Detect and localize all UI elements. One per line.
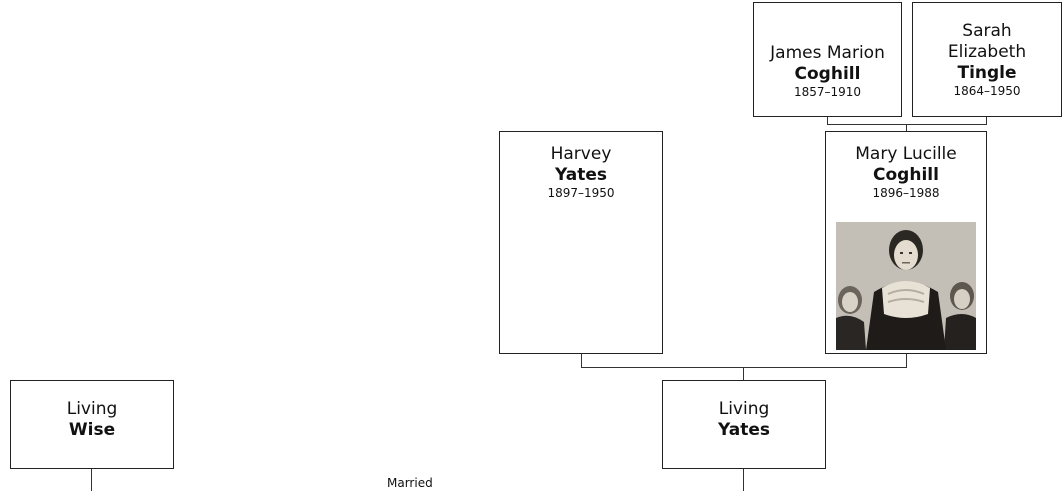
given-name-first: Sarah: [962, 21, 1012, 41]
given-name-middle: Elizabeth: [947, 42, 1027, 62]
married-label: Married: [387, 476, 433, 490]
given-name: Harvey: [550, 144, 612, 164]
surname: Coghill: [794, 64, 861, 84]
parents-connector-right: [986, 117, 987, 125]
person-card-harvey-yates[interactable]: Harvey Yates 1897–1950: [499, 131, 663, 354]
surname: Tingle: [957, 63, 1017, 83]
person-card-james-coghill[interactable]: James Marion Coghill 1857–1910: [753, 2, 902, 117]
portrait-photo: [836, 222, 976, 350]
given-name: Living: [718, 399, 770, 419]
given-name: James Marion: [770, 43, 885, 63]
surname: Yates: [718, 420, 770, 440]
person-card-sarah-tingle[interactable]: Sarah Elizabeth Tingle 1864–1950: [912, 2, 1062, 117]
surname: Coghill: [873, 165, 939, 185]
surname: Wise: [68, 420, 116, 440]
life-dates: 1897–1950: [547, 186, 615, 200]
life-dates: 1896–1988: [872, 186, 940, 200]
couple-connector-horizontal: [581, 367, 907, 368]
couple-connector-right: [906, 354, 907, 368]
life-dates: 1857–1910: [793, 85, 862, 99]
person-card-living-wise[interactable]: Living Wise: [10, 380, 174, 469]
parents-connector-horizontal: [827, 124, 987, 125]
given-name: Mary Lucille: [855, 144, 957, 164]
given-name: Living: [66, 399, 118, 419]
parents-connector-down: [906, 124, 907, 131]
couple-connector-down: [743, 367, 744, 380]
living-wise-connector-down: [91, 469, 92, 491]
person-card-mary-coghill[interactable]: Mary Lucille Coghill 1896–1988: [825, 131, 987, 354]
surname: Yates: [555, 165, 607, 185]
parents-connector-left: [827, 117, 828, 125]
living-yates-connector-down: [743, 469, 744, 491]
couple-connector-left: [581, 354, 582, 368]
person-card-living-yates[interactable]: Living Yates: [662, 380, 826, 469]
life-dates: 1864–1950: [953, 84, 1021, 98]
